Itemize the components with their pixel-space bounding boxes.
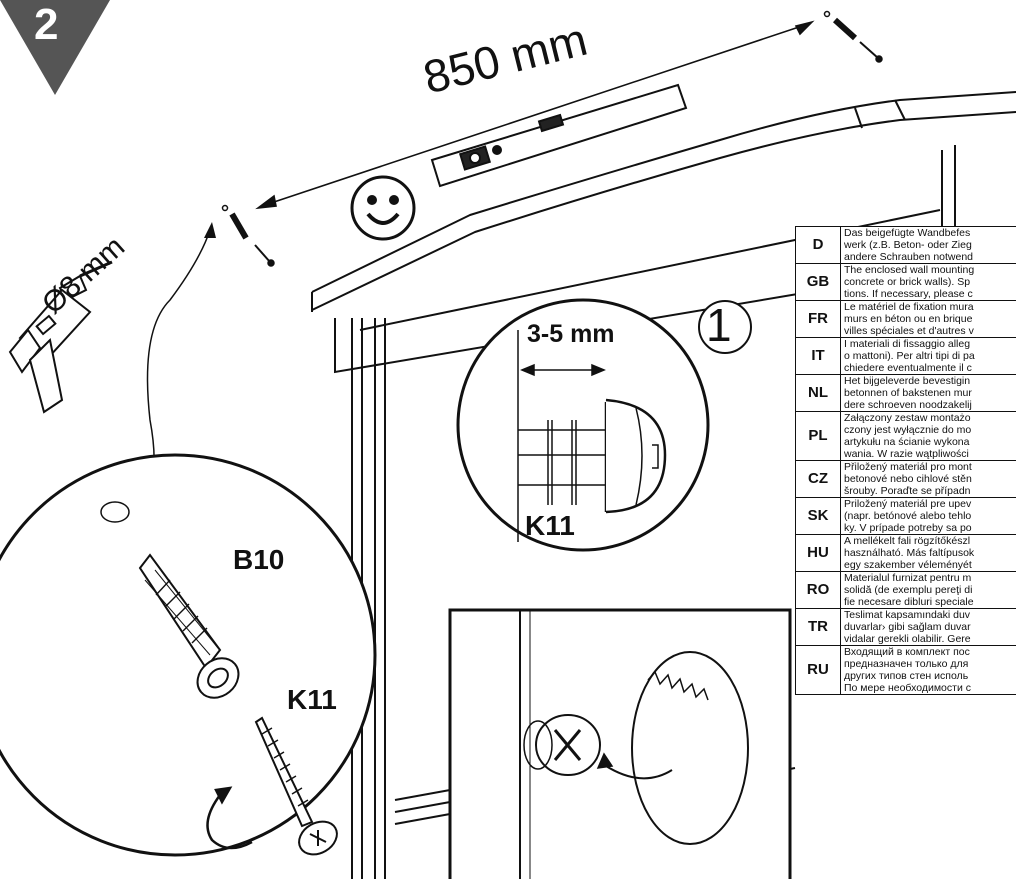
notice-line: solidă (de exemplu pereţi di [844,584,973,596]
notice-line: Materialul furnizat pentru m [844,572,972,585]
gap-label: 3-5 mm [527,320,615,348]
dowel-label: B10 [233,544,285,575]
language-code: RO [795,571,841,609]
language-notice-text: Priložený materiál pre upev(napr. betóno… [840,497,1016,535]
notice-line: artykułu na ścianie wykona [844,436,970,448]
notice-line: предназначен только для [844,658,969,670]
smiley-icon [350,175,416,241]
step-badge-triangle [0,0,110,95]
notice-line: (napr. betónové alebo tehlo [844,510,972,522]
notice-line: The enclosed wall mounting [844,264,975,277]
notice-line: concrete or brick walls). Sp [844,276,971,288]
wall-dowel-right [823,10,883,63]
language-code: CZ [795,460,841,498]
screw-detail-label: K11 [525,510,575,541]
notice-line: Het bijgeleverde bevestigin [844,375,971,388]
spirit-level [430,83,688,188]
wall-dowel-left [221,204,275,267]
drill-icon [8,260,113,414]
notice-line: По мере необходимости с [844,682,971,694]
notice-line: Załączony zestaw montażo [844,412,971,425]
language-code: TR [795,608,841,646]
notice-line: Входящий в комплект пос [844,646,970,659]
notice-line: murs en béton ou en brique [844,313,973,325]
parts-detail-circle [0,453,377,857]
notice-line: tions. If necessary, please c [844,288,973,300]
drill-hole [100,501,130,523]
notice-line: Le matériel de fixation mura [844,301,974,314]
notice-line: andere Schrauben notwend [844,251,974,263]
detail-step-number: 1 [706,299,732,351]
notice-line: Das beigefügte Wandbefes [844,227,971,240]
notice-line: I materiali di fissaggio alleg [844,338,971,351]
notice-line: használható. Más faltípusok [844,547,975,559]
notice-line: Přiložený materiál pro mont [844,461,972,474]
notice-line: werk (z.B. Beton- oder Zieg [844,239,972,251]
language-code: SK [795,497,841,535]
language-code: IT [795,337,841,375]
notice-line: betonnen of bakstenen mur [844,387,972,399]
mirror-frame [311,91,1016,879]
notice-line: egy szakember véleményét [844,559,972,571]
step-one-circle [698,300,752,354]
screw-label: K11 [287,684,337,715]
language-code: FR [795,300,841,338]
notice-line: ky. V prípade potreby sa po [844,522,972,534]
screw-k11-icon [254,716,338,856]
language-code: GB [795,263,841,301]
hanging-detail-drawing [519,610,749,879]
notice-line: šrouby. Poraďte se případn [844,485,971,497]
rotate-icon [206,786,253,850]
gap-detail-drawing [517,330,667,542]
notice-line: vidalar gerekli olabilir. Gere [844,633,971,645]
notice-line: Teslimat kapsamındaki duv [844,609,971,622]
language-code: NL [795,374,841,412]
language-code: D [795,226,841,264]
language-code: HU [795,534,841,572]
notice-line: chiedere eventualmente il c [844,362,972,374]
notice-line: Priložený materiál pre upev [844,498,972,511]
notice-line: fie necesare dibluri speciale [844,596,974,608]
notice-line: A mellékelt fali rögzítőkészl [844,535,971,548]
language-code: RU [795,645,841,695]
notice-line: o mattoni). Per altri tipi di pa [844,350,975,362]
step-number: 2 [34,0,59,49]
dowel-b10-icon [138,553,240,699]
notice-line: villes spéciales et d'autres v [844,325,974,337]
language-code: PL [795,411,841,461]
notice-line: duvarlar› gibi sağlam duvar [844,621,971,633]
notice-line: czony jest wyłącznie do mo [844,424,972,436]
notice-line: wania. W razie wątpliwości [844,448,969,460]
notice-line: dere schroeven noodzakelij [844,399,972,411]
distance-arrow [255,20,815,210]
notice-line: betonové nebo cihlové stěn [844,473,972,485]
notice-line: других типов стен исполь [844,670,969,682]
